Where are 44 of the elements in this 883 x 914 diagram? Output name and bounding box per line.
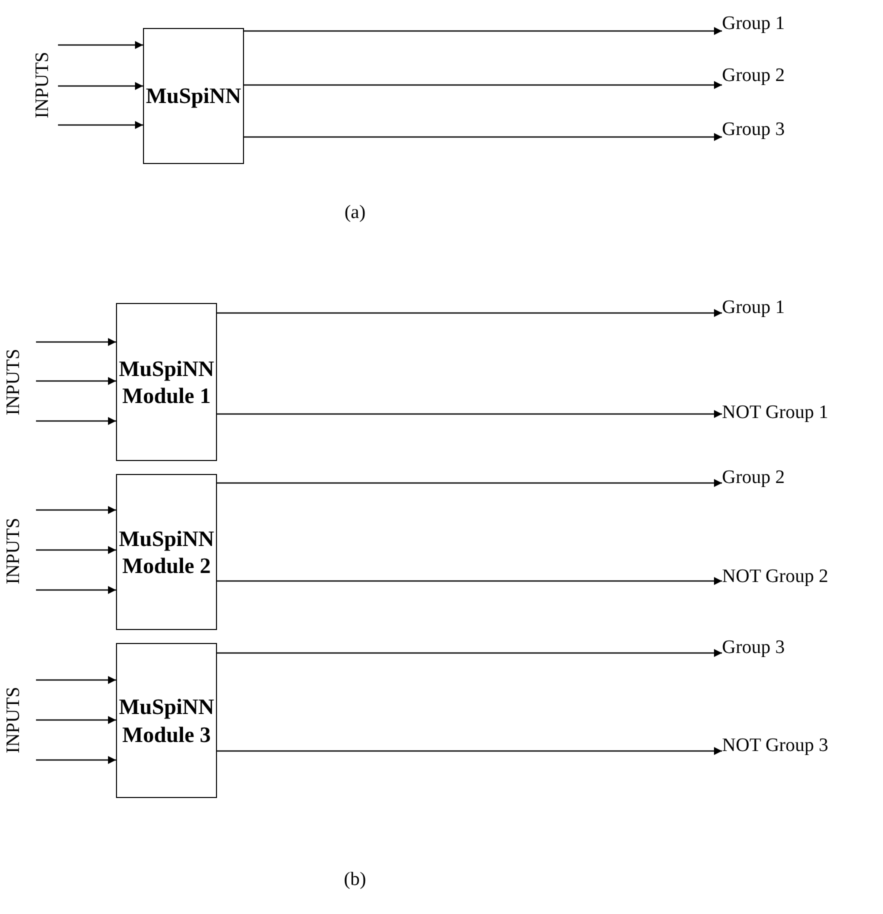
arrow <box>36 417 116 425</box>
box-label: MuSpiNN Module 2 <box>118 524 216 580</box>
axis-label: INPUTS <box>32 52 54 118</box>
arrow <box>244 133 722 141</box>
arrow <box>36 506 116 514</box>
process-box <box>116 643 217 798</box>
output-label: Group 3 <box>722 118 812 142</box>
output-label: Group 1 <box>722 296 812 320</box>
arrow <box>36 756 116 764</box>
arrow <box>217 649 722 657</box>
arrow <box>217 747 722 755</box>
arrow <box>36 586 116 594</box>
axis-label: INPUTS <box>3 686 25 754</box>
arrow <box>58 82 143 90</box>
process-box <box>116 474 217 630</box>
arrow <box>217 479 722 487</box>
arrow <box>36 338 116 346</box>
arrow <box>217 577 722 585</box>
output-label: Group 1 <box>722 12 812 36</box>
arrow <box>58 41 143 49</box>
output-label: Group 2 <box>722 64 812 88</box>
arrow <box>36 676 116 684</box>
axis-label: INPUTS <box>3 518 25 584</box>
arrow <box>244 27 722 35</box>
box-label: MuSpiNN Module 1 <box>118 354 216 410</box>
arrow <box>58 121 143 129</box>
arrow <box>36 716 116 724</box>
arrow <box>36 377 116 385</box>
arrow <box>244 81 722 89</box>
box-label: MuSpiNN Module 3 <box>118 693 216 748</box>
arrow <box>217 410 722 418</box>
panel-label: (a) <box>344 202 366 224</box>
process-box <box>116 303 217 461</box>
arrow <box>36 546 116 554</box>
arrow <box>217 309 722 317</box>
output-label: NOT Group 3 <box>722 734 852 758</box>
axis-label: INPUTS <box>3 348 25 416</box>
process-box <box>143 28 244 164</box>
box-label: MuSpiNN <box>144 82 242 110</box>
output-label: Group 3 <box>722 636 812 660</box>
panel-label: (b) <box>344 869 366 891</box>
output-label: NOT Group 2 <box>722 565 852 589</box>
output-label: Group 2 <box>722 466 812 490</box>
output-label: NOT Group 1 <box>722 401 852 425</box>
